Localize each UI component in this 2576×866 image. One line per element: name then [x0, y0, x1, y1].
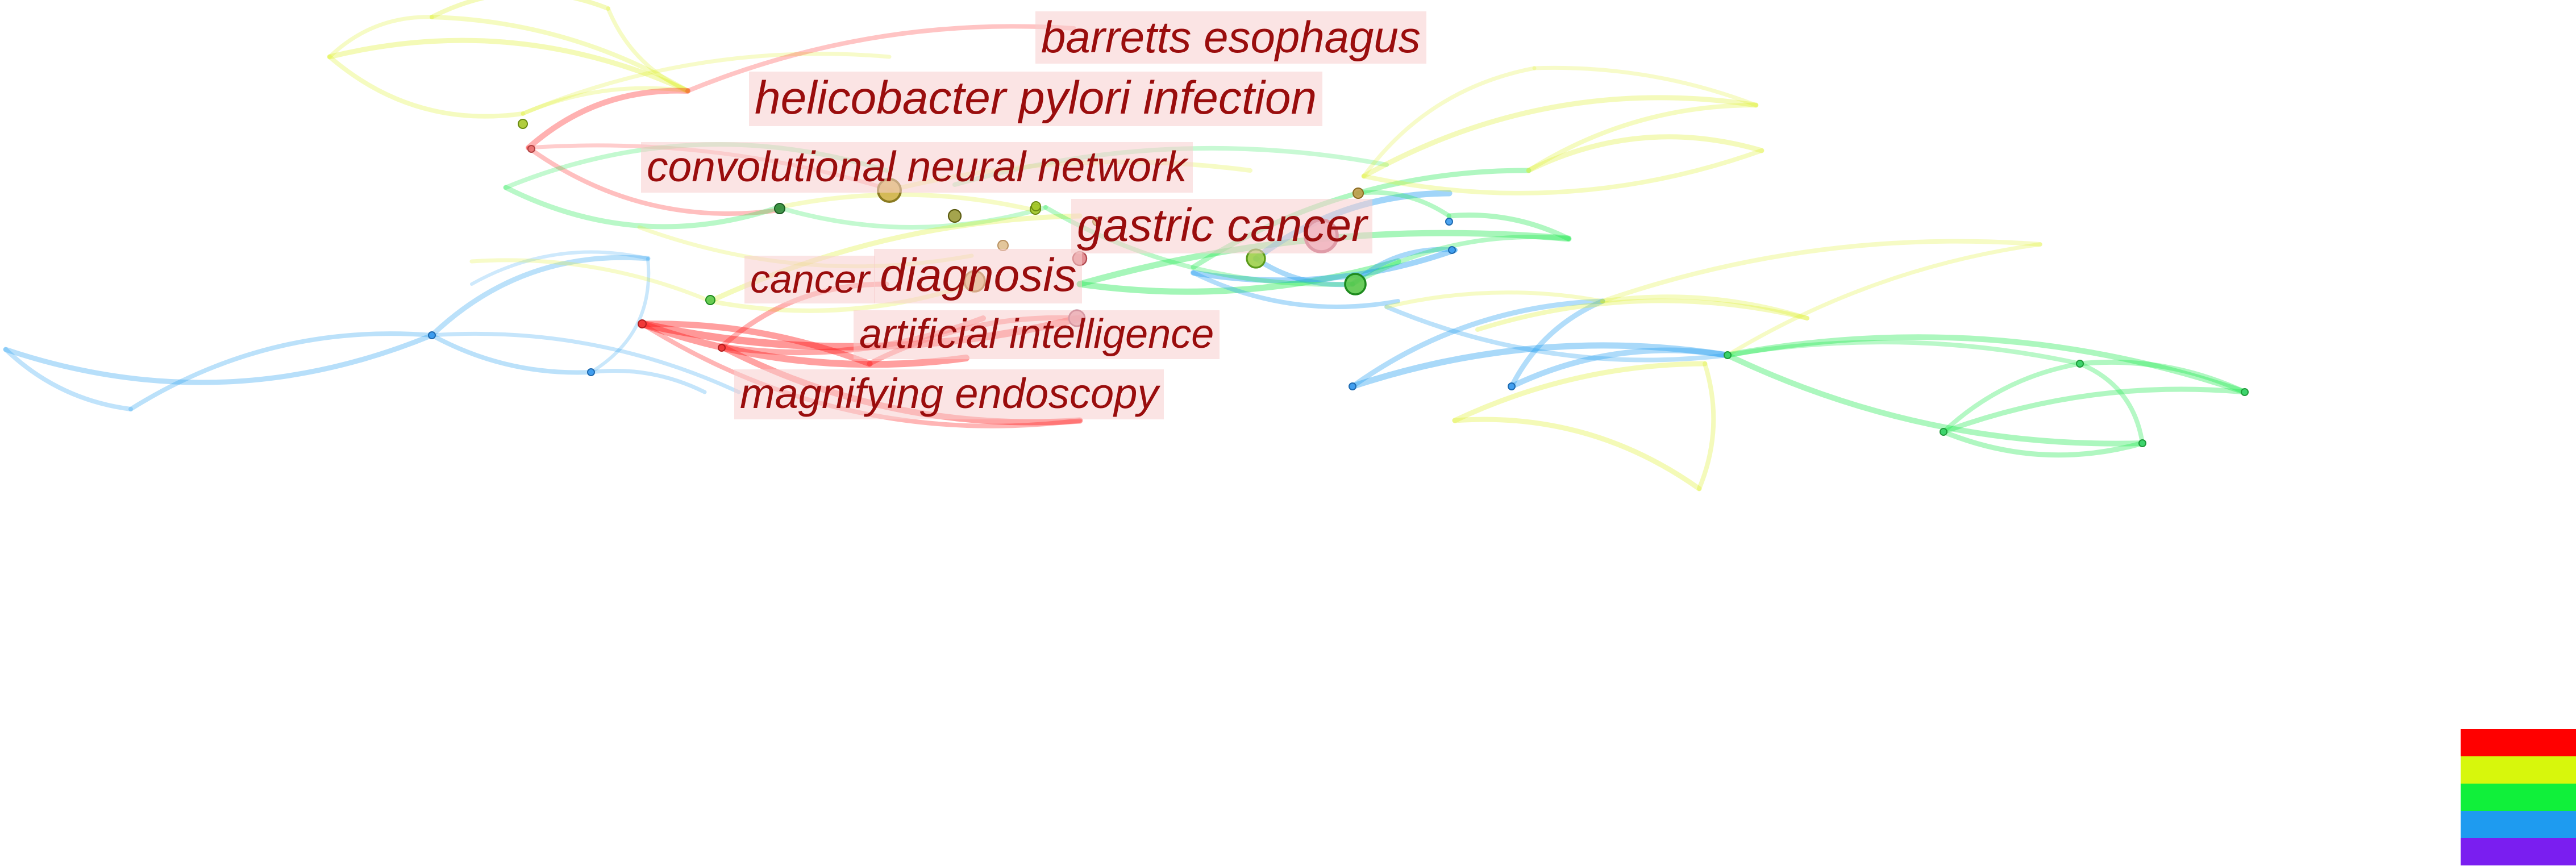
keyword-node: [527, 145, 535, 153]
keyword-node: [1448, 246, 1456, 254]
cooccurrence-edge: [1600, 239, 2042, 303]
cooccurrence-edge: [327, 15, 434, 59]
cooccurrence-edge: [3, 347, 133, 411]
cooccurrence-edge: [1356, 190, 1451, 218]
cooccurrence-edge: [589, 257, 651, 374]
keyword-node: [1508, 382, 1516, 390]
keyword-label-cancer: cancer: [744, 256, 876, 303]
cooccurrence-edge: [1532, 65, 1758, 107]
cooccurrence-edge: [1191, 270, 1400, 309]
cooccurrence-edge: [1941, 361, 2082, 434]
cooccurrence-edge: [1384, 290, 1605, 309]
keyword-label-barretts-esophagus: barretts esophagus: [1035, 11, 1426, 64]
keyword-node: [2138, 439, 2146, 447]
keyword-node: [1349, 382, 1356, 390]
keyword-label-helicobacter-pylori-infection: helicobacter pylori infection: [749, 72, 1323, 126]
keyword-node: [638, 319, 647, 328]
cooccurrence-edge: [1725, 340, 2082, 366]
keyword-node: [587, 368, 595, 376]
legend-swatch-yellow: [2461, 756, 2576, 784]
cooccurrence-edge: [685, 24, 1076, 93]
cooccurrence-edge: [430, 331, 741, 394]
cooccurrence-edge: [470, 250, 650, 286]
cooccurrence-edge: [1475, 298, 1809, 332]
keyword-node: [947, 209, 962, 223]
cooccurrence-edge: [1350, 247, 1458, 287]
cooccurrence-edge: [1725, 352, 2145, 447]
cooccurrence-edge: [1941, 386, 2248, 435]
cooccurrence-edge: [430, 333, 593, 375]
keyword-node: [518, 119, 528, 129]
cooccurrence-edge: [589, 369, 707, 394]
cooccurrence-edge: [2078, 361, 2145, 446]
cooccurrence-edge: [1725, 334, 2248, 395]
keyword-node: [1940, 428, 1947, 436]
cooccurrence-edge: [2077, 359, 2248, 395]
keyword-node: [428, 331, 436, 339]
legend-swatch-purple: [2461, 838, 2576, 865]
cooccurrence-edge: [429, 255, 651, 338]
cooccurrence-edge: [1362, 148, 1764, 195]
keyword-label-convolutional-neural-network: convolutional neural network: [641, 142, 1193, 193]
cooccurrence-edge: [606, 6, 690, 93]
cooccurrence-edge: [776, 192, 1037, 213]
cooccurrence-edge: [526, 88, 690, 151]
legend-swatch-red: [2461, 729, 2576, 756]
cooccurrence-edge: [1361, 95, 1759, 179]
cooccurrence-edge: [1526, 102, 1758, 173]
cooccurrence-edge: [1253, 256, 1355, 288]
cooccurrence-edge: [430, 0, 610, 19]
cooccurrence-edge: [639, 320, 873, 367]
cooccurrence-edge: [776, 205, 1048, 230]
network-edges: [3, 0, 2248, 492]
keyword-label-magnifying-endoscopy: magnifying endoscopy: [734, 369, 1164, 419]
keyword-label-diagnosis: diagnosis: [874, 249, 1083, 303]
cooccurrence-edge: [1350, 298, 1605, 389]
cooccurrence-edge: [526, 145, 781, 216]
keyword-node: [718, 344, 726, 352]
cooccurrence-edge: [1349, 342, 1731, 390]
cooccurrence-edge: [1384, 305, 1730, 363]
keyword-node: [2241, 388, 2249, 396]
keyword-label-artificial-intelligence: artificial intelligence: [854, 310, 1220, 359]
cooccurrence-edge: [1446, 213, 1571, 242]
cooccurrence-edge: [1076, 258, 1401, 295]
cooccurrence-edge: [1191, 247, 1458, 284]
keyword-node: [705, 295, 715, 305]
cooccurrence-edge: [469, 258, 713, 303]
cooccurrence-edge: [3, 332, 435, 385]
cooccurrence-edge: [327, 38, 690, 94]
cooccurrence-edge: [1509, 347, 1730, 389]
cooccurrence-edge: [327, 55, 525, 119]
keyword-node: [1352, 188, 1364, 199]
cooccurrence-edge: [521, 86, 690, 116]
cooccurrence-edge: [1509, 298, 1605, 389]
cooccurrence-edge: [1526, 134, 1765, 173]
cooccurrence-edge: [639, 320, 969, 368]
cooccurrence-edge: [430, 15, 690, 93]
legend-swatch-green: [2461, 784, 2576, 811]
keyword-node: [1031, 201, 1041, 211]
cooccurrence-edge: [1600, 294, 1809, 320]
cooccurrence-edge: [1452, 361, 1708, 423]
cooccurrence-edge: [128, 331, 434, 411]
cooccurrence-edge: [521, 52, 892, 116]
keyword-node: [1445, 218, 1453, 226]
keyword-node: [1724, 351, 1732, 359]
keyword-node: [2076, 360, 2084, 368]
keyword-node: [1344, 273, 1367, 295]
legend-swatch-blue: [2461, 811, 2576, 838]
cooccurrence-edge: [1452, 417, 1702, 492]
cooccurrence-edge: [1362, 66, 1537, 178]
keyword-node: [774, 203, 785, 214]
cooccurrence-edge: [1725, 242, 2042, 357]
cooccurrence-edge: [1697, 361, 1716, 491]
cooccurrence-edge: [1350, 235, 1571, 286]
cluster-color-legend: [2461, 729, 2576, 866]
cooccurrence-edge: [1941, 429, 2145, 458]
keyword-label-gastric-cancer: gastric cancer: [1071, 199, 1373, 253]
cooccurrence-edge: [503, 185, 781, 230]
